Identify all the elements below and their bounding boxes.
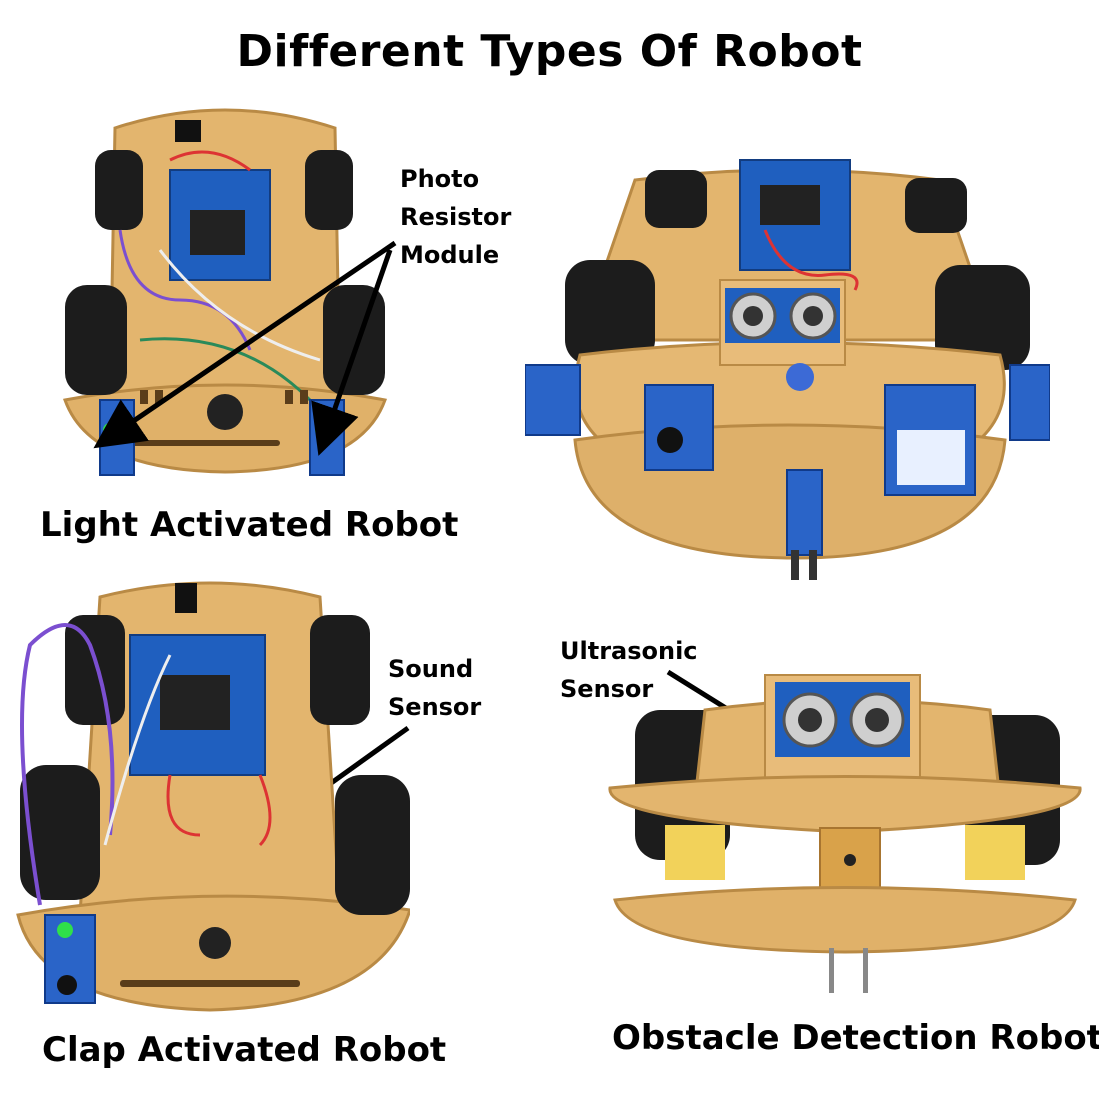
clap-activated-robot-caption: Clap Activated Robot bbox=[42, 1030, 447, 1070]
obstacle-detection-robot-caption: Obstacle Detection Robot bbox=[612, 1018, 1099, 1058]
page-title: Different Types Of Robot bbox=[236, 26, 863, 77]
light-activated-robot-photo bbox=[60, 100, 390, 480]
multi-sensor-robot-photo bbox=[525, 140, 1050, 585]
ultrasonic-sensor-label: Ultrasonic Sensor bbox=[560, 637, 698, 703]
sound-sensor-label: Sound Sensor bbox=[388, 655, 482, 721]
photo-resistor-label: Photo Resistor Module bbox=[400, 165, 512, 269]
light-activated-robot-caption: Light Activated Robot bbox=[40, 505, 459, 545]
clap-activated-robot-photo bbox=[10, 575, 410, 1015]
obstacle-detection-robot-photo bbox=[605, 660, 1085, 1000]
